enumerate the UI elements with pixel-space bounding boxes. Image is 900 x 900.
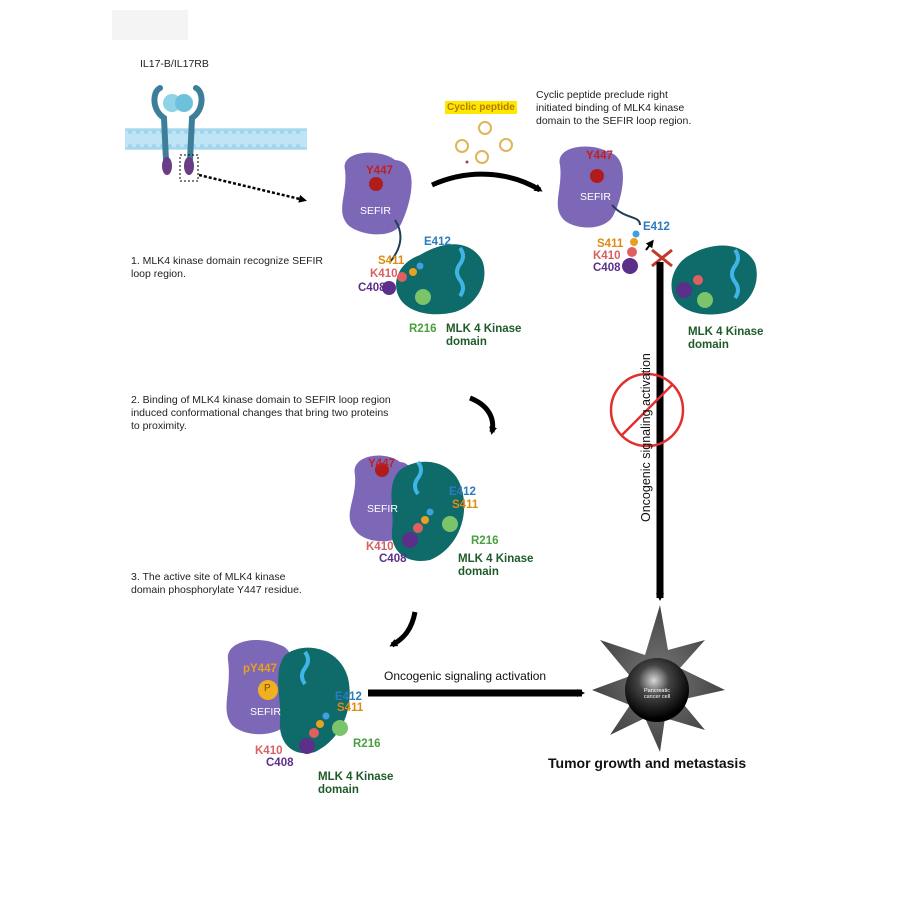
- c4-r216: R216: [353, 738, 381, 750]
- c4-c408: C408: [266, 757, 294, 769]
- c1-r216: R216: [409, 323, 437, 335]
- c2-k410: K410: [593, 250, 621, 262]
- c3-kinase-label: MLK 4 Kinase domain: [458, 553, 533, 579]
- c3-r216: R216: [471, 535, 499, 547]
- cyclic-peptides: [455, 121, 513, 164]
- outcome-label: Tumor growth and metastasis: [548, 755, 747, 771]
- c2-s411: S411: [597, 238, 624, 250]
- step1-text: 1. MLK4 kinase domain recognize SEFIR lo…: [131, 255, 323, 281]
- c1-sefir: SEFIR: [360, 205, 391, 217]
- cancer-cell-label: Pancreatic cancer cell: [637, 688, 677, 700]
- step2-line-2: induced conformational changes that brin…: [131, 407, 389, 419]
- receptor-membrane: [125, 85, 307, 203]
- c2-sefir: SEFIR: [580, 191, 611, 203]
- c3-s411: S411: [452, 499, 479, 511]
- c1-kinase-line-1: MLK 4 Kinase: [446, 323, 522, 335]
- step1-line-1: 1. MLK4 kinase domain recognize SEFIR: [131, 255, 324, 267]
- c3-e412: E412: [449, 486, 476, 498]
- c4-sefir: SEFIR: [250, 706, 281, 718]
- preclude-line-3: domain to the SEFIR loop region.: [536, 115, 692, 127]
- c3-k410: K410: [366, 541, 394, 553]
- c3-c408: C408: [379, 553, 407, 565]
- c2-y447: Y447: [586, 150, 613, 162]
- step3-line-1: 3. The active site of MLK4 kinase: [131, 571, 286, 583]
- c1-y447: Y447: [366, 165, 393, 177]
- complex-phospho: [226, 640, 350, 754]
- c1-kinase-line-2: domain: [446, 336, 487, 348]
- c4-k410: K410: [255, 745, 283, 757]
- step2-line-3: to proximity.: [131, 420, 187, 432]
- preclude-line-1: Cyclic peptide preclude right: [536, 89, 668, 101]
- prohibit-icon: [609, 372, 685, 448]
- c1-s411: S411: [378, 255, 405, 267]
- c3-kinase-line-2: domain: [458, 566, 499, 578]
- preclude-text: Cyclic peptide preclude right initiated …: [536, 89, 691, 128]
- c1-e412: E412: [424, 236, 451, 248]
- step3-text: 3. The active site of MLK4 kinase domain…: [131, 571, 302, 597]
- complex-blocked: [557, 146, 757, 315]
- corner-patch: [112, 10, 188, 40]
- c3-sefir: SEFIR: [367, 503, 398, 515]
- c2-kinase-line-1: MLK 4 Kinase: [688, 326, 764, 338]
- cell-label-line-1: Pancreatic: [644, 688, 670, 694]
- cyclic-peptide-label: Cyclic peptide: [445, 101, 517, 114]
- curve-arrow-mid: [468, 395, 497, 435]
- step3-line-2: domain phosphorylate Y447 residue.: [131, 584, 302, 596]
- c4-py447: pY447: [243, 663, 277, 675]
- step1-line-2: loop region.: [131, 268, 186, 280]
- cell-label-line-2: cancer cell: [643, 694, 671, 700]
- receptor-label: IL17-B/IL17RB: [140, 58, 209, 70]
- c4-s411: S411: [337, 702, 364, 714]
- c1-kinase-label: MLK 4 Kinase domain: [446, 323, 521, 349]
- cancer-cell: [592, 605, 725, 752]
- c4-kinase-label: MLK 4 Kinase domain: [318, 771, 393, 797]
- oncogenic-horizontal-label: Oncogenic signaling activation: [384, 669, 547, 683]
- complex-proximity: [349, 455, 465, 561]
- oncogenic-vertical-label: Oncogenic signaling activation: [639, 353, 653, 522]
- c4-kinase-line-2: domain: [318, 784, 359, 796]
- curve-arrow-bottom: [389, 611, 418, 648]
- c1-c408: C408: [358, 282, 386, 294]
- step2-text: 2. Binding of MLK4 kinase domain to SEFI…: [131, 394, 391, 433]
- c2-kinase-label: MLK 4 Kinase domain: [688, 326, 763, 352]
- c1-k410: K410: [370, 268, 398, 280]
- c2-c408: C408: [593, 262, 621, 274]
- curve-arrow-top: [430, 171, 543, 193]
- c3-y447: Y447: [368, 458, 395, 470]
- c2-kinase-line-2: domain: [688, 339, 729, 351]
- c4-kinase-line-1: MLK 4 Kinase: [318, 771, 394, 783]
- complex-recognition: [342, 152, 485, 315]
- preclude-line-2: initiated binding of MLK4 kinase: [536, 102, 685, 114]
- c3-kinase-line-1: MLK 4 Kinase: [458, 553, 534, 565]
- c4-phospho: P: [264, 683, 271, 694]
- c4-e412: E412: [335, 691, 362, 703]
- c2-e412: E412: [643, 221, 670, 233]
- step2-line-1: 2. Binding of MLK4 kinase domain to SEFI…: [131, 394, 391, 406]
